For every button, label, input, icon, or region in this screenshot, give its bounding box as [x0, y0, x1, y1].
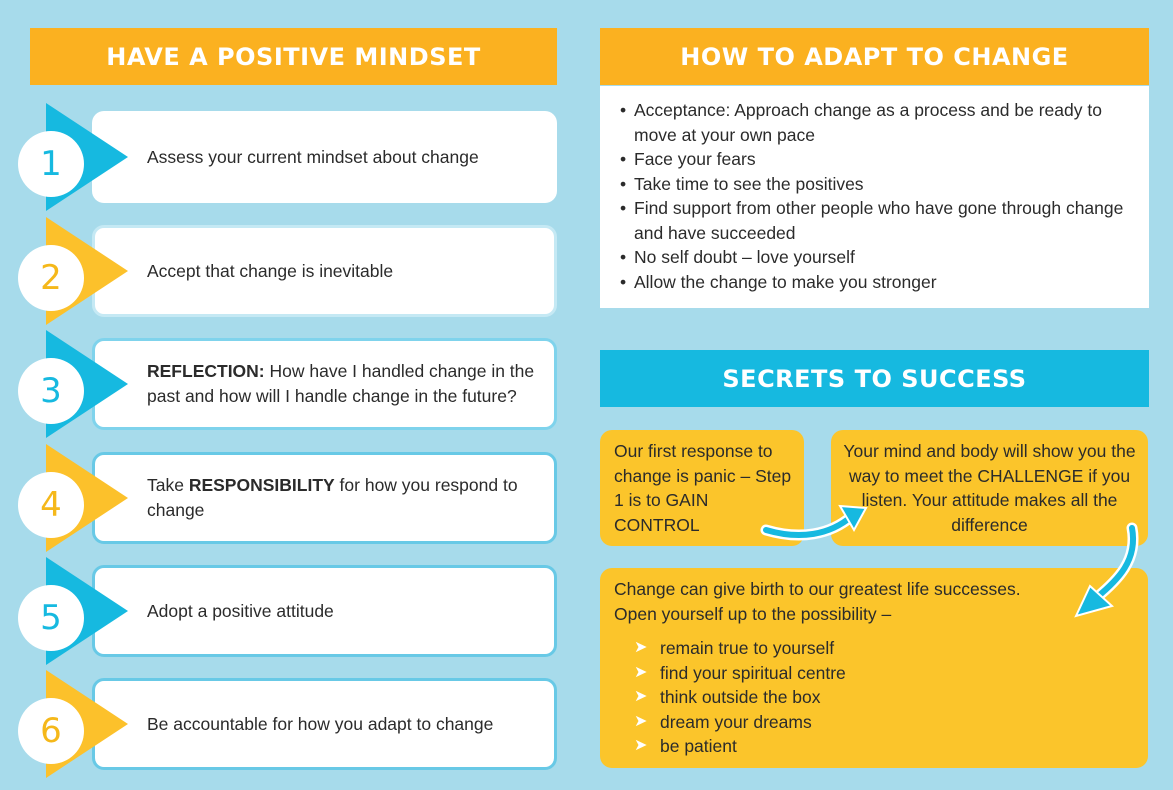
adapt-title: HOW TO ADAPT TO CHANGE	[600, 28, 1149, 85]
mindset-step-text: REFLECTION: How have I handled change in…	[147, 359, 536, 409]
adapt-item: Find support from other people who have …	[620, 196, 1129, 245]
mindset-step-card: Adopt a positive attitude	[92, 565, 557, 657]
possibility-item-text: dream your dreams	[660, 711, 812, 732]
curved-arrow-icon	[760, 504, 868, 541]
step-text-body: How have I handled change in the past an…	[147, 361, 535, 406]
step-text-emphasis: REFLECTION:	[147, 361, 265, 381]
step-text-prefix: Take	[147, 475, 189, 495]
mindset-step-card: Take RESPONSIBILITY for how you respond …	[92, 452, 557, 544]
step-number: 4	[18, 472, 84, 538]
step-text-body: Adopt a positive attitude	[147, 600, 334, 621]
possibility-item: ➤ remain true to yourself	[614, 636, 1134, 661]
possibility-item-text: remain true to yourself	[660, 638, 835, 658]
step-text-emphasis: RESPONSIBILITY	[188, 475, 335, 495]
success-box-possibility: Change can give birth to our greatest li…	[600, 568, 1148, 768]
adapt-list: Acceptance: Approach change as a process…	[620, 98, 1129, 294]
mindset-step-text: Take RESPONSIBILITY for how you respond …	[147, 473, 536, 523]
chevron-right-icon: ➤	[634, 639, 648, 656]
possibility-item: ➤ think outside the box	[614, 685, 1134, 710]
mindset-step-text: Adopt a positive attitude	[147, 599, 334, 624]
step-number: 5	[18, 585, 84, 651]
chevron-right-icon: ➤	[634, 737, 648, 754]
mindset-title: HAVE A POSITIVE MINDSET	[30, 28, 557, 85]
success-box-panic-text: Our first response to change is panic – …	[614, 441, 792, 535]
mindset-step: Be accountable for how you adapt to chan…	[0, 670, 560, 778]
step-number: 6	[18, 698, 84, 764]
chevron-right-icon: ➤	[634, 712, 648, 730]
mindset-step-card: Be accountable for how you adapt to chan…	[92, 678, 557, 770]
success-box-challenge: Your mind and body will show you the way…	[831, 430, 1148, 546]
possibility-item: ➤ find your spiritual centre	[614, 661, 1134, 686]
mindset-step: Accept that change is inevitable 2	[0, 217, 560, 325]
step-number: 3	[18, 358, 84, 424]
step-number: 2	[18, 245, 84, 311]
mindset-step: Take RESPONSIBILITY for how you respond …	[0, 444, 560, 552]
possibility-item-text: be patient	[660, 736, 737, 756]
step-text-body: Assess your current mindset about change	[147, 146, 479, 167]
mindset-step-text: Be accountable for how you adapt to chan…	[147, 712, 493, 737]
chevron-right-icon: ➤	[634, 688, 648, 705]
curved-arrow-icon	[1074, 522, 1139, 618]
possibility-item-text: find your spiritual centre	[660, 662, 846, 683]
chevron-right-icon: ➤	[634, 663, 648, 681]
mindset-step-card: REFLECTION: How have I handled change in…	[92, 338, 557, 430]
step-text-body: Accept that change is inevitable	[147, 260, 394, 281]
possibility-item: ➤ dream your dreams	[614, 710, 1134, 735]
adapt-item: No self doubt – love yourself	[620, 245, 1129, 270]
possibility-item: ➤ be patient	[614, 734, 1134, 759]
mindset-step-card: Accept that change is inevitable	[92, 225, 557, 317]
mindset-step: REFLECTION: How have I handled change in…	[0, 330, 560, 438]
mindset-step-text: Accept that change is inevitable	[147, 259, 393, 284]
mindset-step: Assess your current mindset about change…	[0, 103, 560, 211]
mindset-step: Adopt a positive attitude 5	[0, 557, 560, 665]
adapt-item: Take time to see the positives	[620, 172, 1129, 197]
possibility-list: ➤ remain true to yourself ➤ find your spiri…	[614, 636, 1134, 759]
mindset-step-text: Assess your current mindset about change	[147, 145, 479, 170]
adapt-item: Allow the change to make you stronger	[620, 270, 1129, 295]
success-box-possibility-intro: Change can give birth to our greatest li…	[614, 579, 1021, 624]
step-text-body: Be accountable for how you adapt to chan…	[147, 713, 494, 734]
adapt-item: Face your fears	[620, 147, 1129, 172]
success-box-challenge-text: Your mind and body will show you the way…	[843, 441, 1136, 535]
possibility-item-text: think outside the box	[660, 687, 821, 707]
mindset-step-card: Assess your current mindset about change	[92, 111, 557, 203]
adapt-box: Acceptance: Approach change as a process…	[600, 86, 1149, 308]
step-number: 1	[18, 131, 84, 197]
adapt-item: Acceptance: Approach change as a process…	[620, 98, 1129, 147]
success-title: SECRETS TO SUCCESS	[600, 350, 1149, 407]
step-text-body: for how you respond to change	[147, 475, 518, 520]
